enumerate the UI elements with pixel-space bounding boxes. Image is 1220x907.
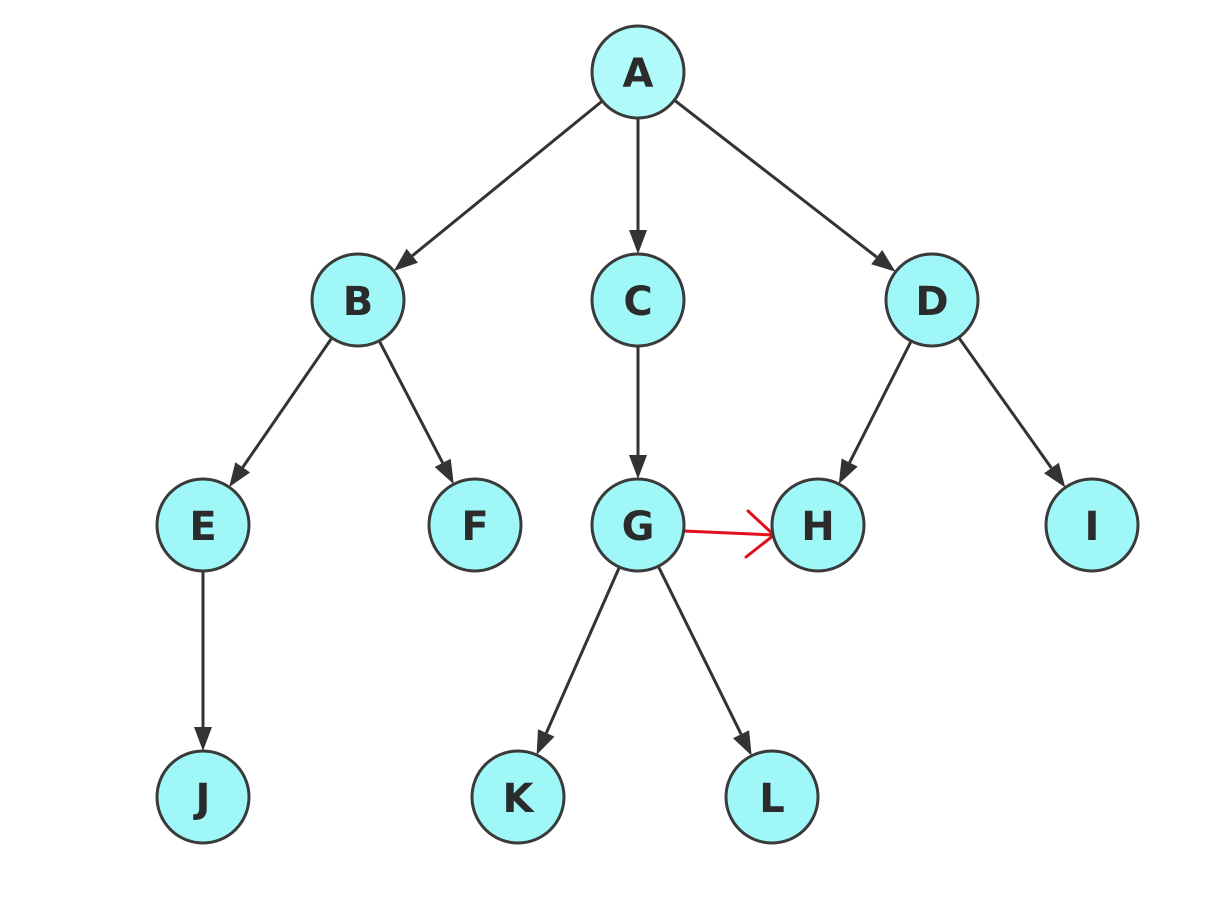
node-D: D — [884, 252, 980, 348]
arrowhead-icon — [434, 458, 454, 485]
arrowhead-icon — [871, 250, 896, 272]
edge-D-I — [957, 336, 1066, 488]
arrowhead-icon — [733, 730, 752, 756]
node-label: G — [622, 504, 655, 550]
edge-B-E — [229, 337, 334, 488]
arrowhead-icon — [536, 729, 555, 755]
node-A: A — [590, 24, 686, 120]
node-circle — [427, 477, 523, 573]
edge-C-G — [629, 346, 647, 479]
node-circle — [590, 252, 686, 348]
node-label: F — [461, 504, 488, 550]
edge-line — [411, 99, 604, 257]
node-circle — [1044, 477, 1140, 573]
node-label: B — [343, 279, 374, 325]
node-C: C — [590, 252, 686, 348]
node-F: F — [427, 477, 523, 573]
node-label: L — [759, 776, 785, 822]
node-label: K — [503, 776, 536, 822]
node-K: K — [470, 749, 566, 845]
edge-A-C — [629, 118, 647, 254]
edge-line — [377, 340, 445, 464]
node-circle — [155, 477, 251, 573]
node-circle — [155, 749, 251, 845]
node-label: E — [189, 504, 216, 550]
node-circle — [590, 477, 686, 573]
edge-line — [673, 99, 878, 259]
edge-A-B — [393, 99, 604, 271]
edge-A-D — [673, 99, 896, 272]
arrowhead-icon — [629, 230, 647, 254]
node-circle — [310, 252, 406, 348]
node-H: H — [770, 477, 866, 573]
edge-line — [957, 336, 1053, 469]
edge-line — [656, 565, 743, 735]
node-label: I — [1085, 504, 1100, 550]
node-label: J — [193, 776, 211, 822]
node-circle — [470, 749, 566, 845]
node-B: B — [310, 252, 406, 348]
edge-G-K — [536, 566, 621, 755]
node-circle — [770, 477, 866, 573]
edge-E-J — [194, 571, 212, 751]
nodes-layer: A B C D E F G H I J K L — [155, 24, 1140, 845]
node-I: I — [1044, 477, 1140, 573]
node-label: H — [801, 504, 834, 550]
node-L: L — [724, 749, 820, 845]
node-circle — [724, 749, 820, 845]
node-circle — [884, 252, 980, 348]
node-J: J — [155, 749, 251, 845]
node-E: E — [155, 477, 251, 573]
highlight-edge-line — [682, 529, 776, 537]
arrowhead-icon — [1044, 462, 1066, 488]
arrowhead-icon — [229, 462, 251, 488]
highlight-edge-G-H — [682, 509, 777, 559]
arrowhead-icon — [629, 455, 647, 479]
edge-line — [848, 340, 913, 464]
edge-line — [544, 566, 621, 734]
node-label: D — [915, 279, 948, 325]
node-circle — [590, 24, 686, 120]
edges-layer — [194, 99, 1066, 756]
edge-B-F — [377, 340, 454, 485]
node-G: G — [590, 477, 686, 573]
arrowhead-icon — [393, 248, 418, 271]
node-label: A — [623, 51, 654, 97]
edge-G-L — [656, 565, 752, 756]
node-label: C — [623, 279, 652, 325]
edge-line — [241, 337, 334, 469]
edge-D-H — [838, 340, 913, 484]
arrowhead-icon — [838, 458, 858, 484]
arrowhead-icon — [194, 727, 212, 751]
